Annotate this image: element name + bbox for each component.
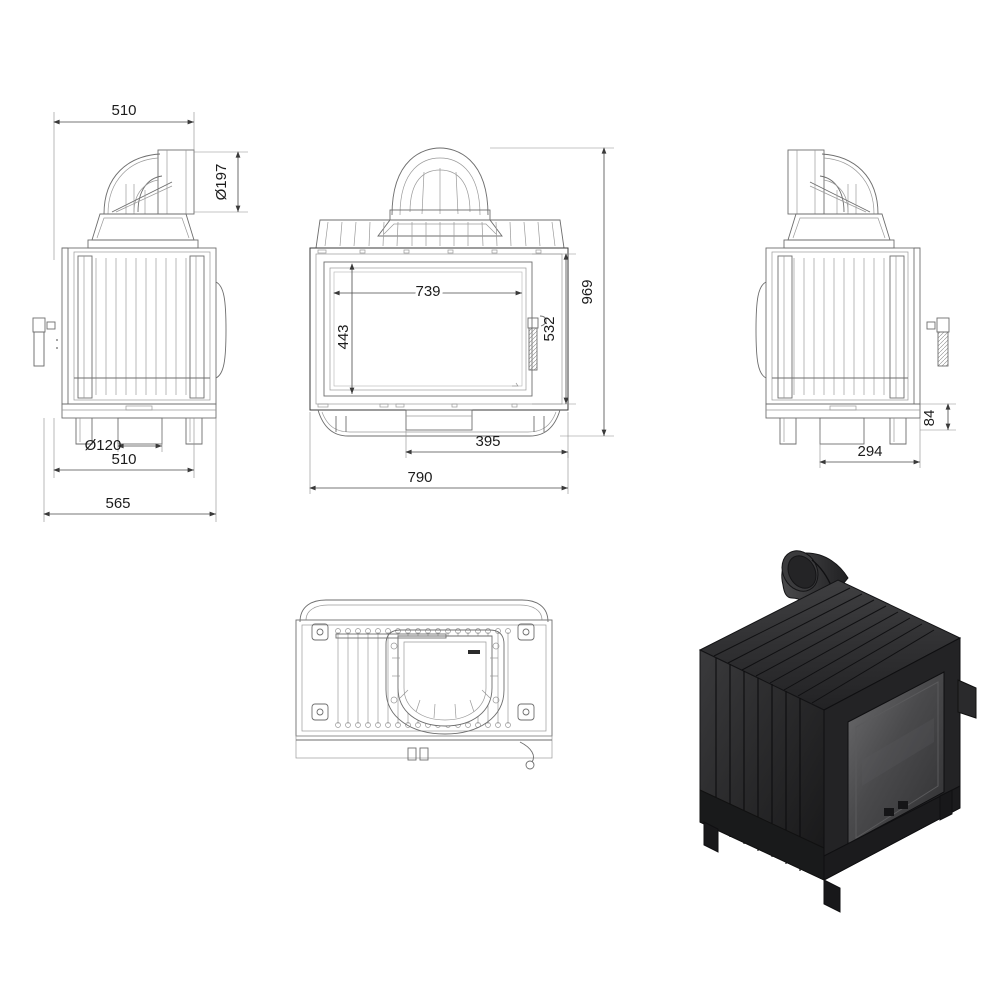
plan-flue-opening (335, 629, 505, 735)
dim-overall-width-790: 790 (407, 469, 432, 486)
render-top-fins (713, 587, 935, 704)
dim-door-height-532: 532 (541, 316, 558, 341)
render-flue-pipe (781, 550, 849, 615)
view-left-side (32, 149, 227, 445)
right-door-handle (926, 317, 950, 367)
dim-glass-height-443: 443 (335, 324, 352, 349)
plan-corner-bosses (311, 623, 535, 721)
front-door-handle (527, 315, 547, 371)
dim-left-width-510-bottom: 510 (111, 451, 136, 468)
right-flue-elbow (787, 149, 879, 215)
dim-left-width-510: 510 (111, 102, 136, 119)
left-fins (95, 258, 187, 395)
dim-inlet-offset-395: 395 (475, 433, 500, 450)
dim-base-height-84: 84 (921, 410, 938, 427)
dim-flue-diameter-197: Ø197 (213, 164, 230, 201)
dims-front-view: 739 443 532 969 395 790 (309, 147, 614, 494)
dims-left-view: 510 Ø197 Ø120 510 565 (43, 102, 248, 522)
left-door-handle (32, 317, 56, 367)
product-render-3d (698, 550, 977, 913)
dims-right-view: 84 294 (819, 403, 956, 468)
dim-glass-width-739: 739 (415, 283, 440, 300)
dim-overall-depth-565: 565 (105, 495, 130, 512)
dim-air-inlet-120: Ø120 (85, 437, 122, 454)
right-fins (793, 258, 885, 395)
view-right-side (755, 149, 950, 445)
front-fins (315, 219, 565, 249)
view-front (309, 147, 569, 437)
dim-total-height-969: 969 (579, 279, 596, 304)
dim-inlet-offset-294: 294 (857, 443, 882, 460)
left-flue-elbow (103, 149, 195, 215)
view-top-plan (295, 599, 553, 770)
